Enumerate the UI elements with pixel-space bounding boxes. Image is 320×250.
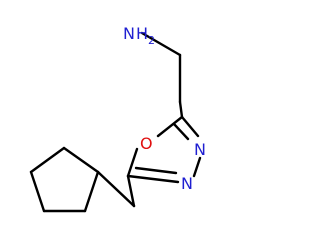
molecule-structure: N H 2 O N N <box>29 24 206 213</box>
amine-h-label: H <box>136 24 148 43</box>
ring-n4-label: N <box>181 174 193 193</box>
structure-canvas: N H 2 O N N <box>29 24 206 213</box>
bond-cp-5 <box>62 146 100 174</box>
amine-n-label: N <box>123 24 135 43</box>
bonds <box>29 31 202 213</box>
bond-ch2-c2 <box>178 100 184 119</box>
amine-h-count: 2 <box>148 34 155 47</box>
ring-oxygen-label: O <box>140 134 153 153</box>
atom-labels: N H 2 O N N <box>123 24 206 193</box>
bond-ch2-ring <box>96 170 136 208</box>
bond-n4-c5-double <box>134 166 178 175</box>
bond-n3-n4 <box>192 156 202 178</box>
bond-cp-4 <box>29 146 66 174</box>
bond-n-ch2 <box>140 31 182 57</box>
bond-cp-1 <box>83 170 100 213</box>
bond-c2-n3-double <box>172 122 190 141</box>
bond-c2-o1 <box>156 115 184 138</box>
ring-n3-label: N <box>194 140 206 159</box>
bond-c2-n3 <box>180 115 200 138</box>
bond-cp-3 <box>29 170 46 213</box>
bond-o1-c5 <box>126 147 139 178</box>
bond-n4-c5 <box>126 174 180 184</box>
bond-c5-ch2 <box>126 174 136 208</box>
